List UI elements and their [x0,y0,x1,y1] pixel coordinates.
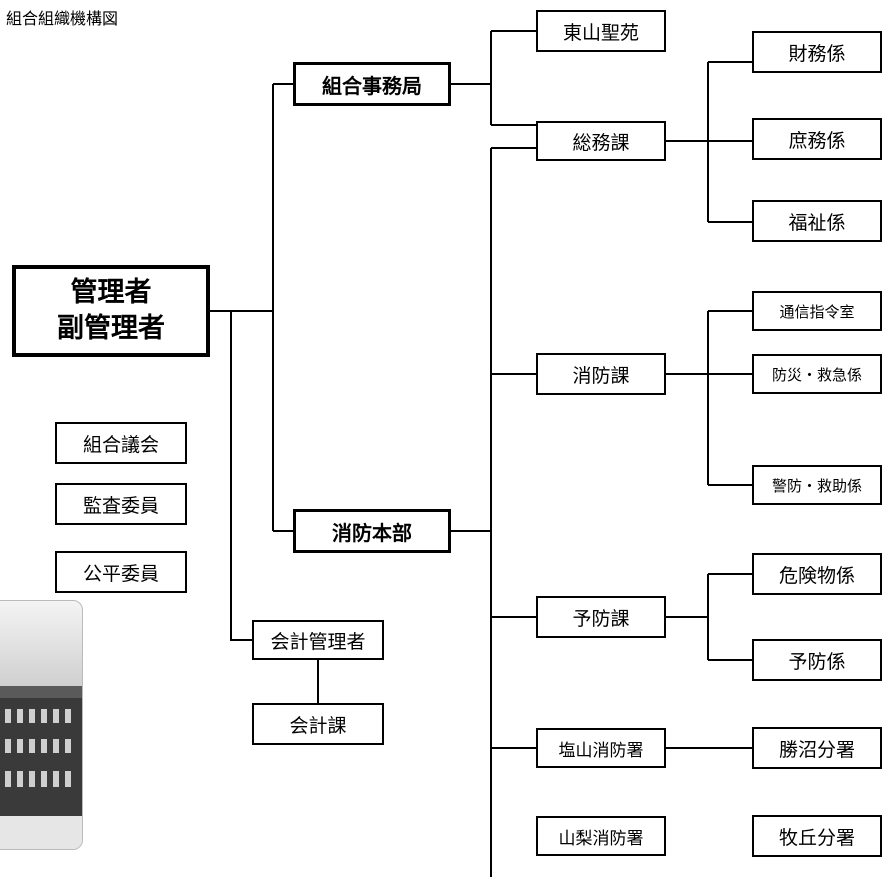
yobo-unit-1: 予防係 [752,639,882,681]
shobo-unit-0: 通信指令室 [752,291,882,331]
somu-unit-0: 財務係 [752,31,882,73]
building-photo [0,600,83,850]
head-line1: 管理者 [70,276,152,308]
audit-box: 監査委員 [55,483,187,525]
somu-box: 総務課 [536,121,666,161]
station-1-branch: 牧丘分署 [752,815,882,857]
yobo-box: 予防課 [536,596,666,638]
seien-box: 東山聖苑 [536,10,666,52]
office-box: 組合事務局 [293,62,451,106]
accounting-manager-box: 会計管理者 [252,620,384,660]
yobo-unit-0: 危険物係 [752,553,882,595]
somu-unit-2: 福祉係 [752,200,882,242]
chart-title: 組合組織機構図 [6,9,119,28]
shobo-unit-1: 防災・救急係 [752,354,882,394]
station-1-box: 山梨消防署 [536,816,666,856]
shobo-box: 消防課 [536,353,666,395]
head-box: 管理者 副管理者 [12,265,210,357]
shobo-unit-2: 警防・救助係 [752,465,882,505]
fire-hq-box: 消防本部 [293,509,451,553]
assembly-box: 組合議会 [55,422,187,464]
head-line2: 副管理者 [57,313,165,344]
fair-box: 公平委員 [55,551,187,593]
station-0-box: 塩山消防署 [536,728,666,768]
station-0-branch: 勝沼分署 [752,727,882,769]
somu-unit-1: 庶務係 [752,118,882,160]
accounting-section-box: 会計課 [252,703,384,745]
